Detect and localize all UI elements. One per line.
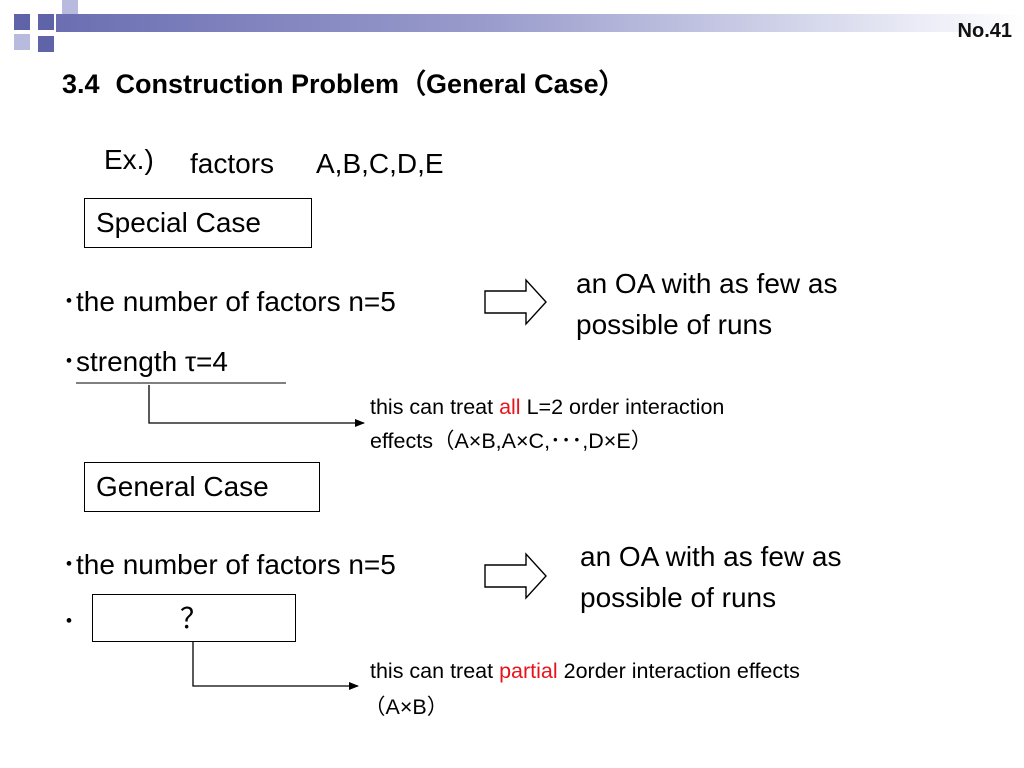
general-note-highlight: partial — [499, 659, 558, 683]
general-bullet-factors: ･the number of factors n=5 — [62, 549, 396, 580]
general-note-line-2: （A×B） — [364, 695, 449, 719]
general-block-arrow-icon — [484, 552, 547, 600]
special-elbow-arrow-icon — [148, 385, 365, 427]
special-block-arrow-icon — [484, 278, 547, 326]
corner-square-3 — [62, 0, 78, 14]
special-note-highlight: all — [499, 395, 521, 419]
special-case-heading: Special Case — [84, 198, 312, 248]
section-number: 3.4 — [62, 69, 100, 99]
header-gradient-bar — [56, 14, 1024, 32]
general-note-suffix: 2order interaction effects — [557, 659, 800, 683]
corner-square-4 — [38, 36, 54, 52]
special-bullet-factors: ･the number of factors n=5 — [62, 286, 396, 317]
general-note-line-1: this can treat partial 2order interactio… — [370, 659, 800, 683]
special-note-line-1: this can treat all L=2 order interaction — [370, 395, 725, 419]
section-title: Construction Problem（General Case） — [115, 69, 626, 99]
example-label: Ex.) — [104, 144, 154, 175]
general-case-heading-text: General Case — [96, 471, 269, 502]
slide-title: 3.4 Construction Problem（General Case） — [62, 62, 626, 101]
general-bullet-marker: ･ — [62, 606, 77, 637]
special-case-heading-text: Special Case — [96, 207, 261, 238]
factors-value: A,B,C,D,E — [316, 148, 444, 179]
general-result-line-2: possible of runs — [580, 582, 777, 613]
corner-square-2 — [38, 14, 54, 30]
page-number: No.41 — [957, 20, 1012, 42]
corner-square-5 — [14, 34, 30, 50]
special-bullet-strength: ･strength τ=4 — [62, 346, 228, 377]
special-note-suffix: L=2 order interaction — [520, 395, 725, 419]
special-result-line-1: an OA with as few as — [576, 268, 838, 299]
factors-label: factors — [190, 148, 275, 179]
unknown-strength-mark: ？ — [179, 603, 208, 634]
unknown-strength-box: ？ — [92, 594, 296, 642]
general-result-line-1: an OA with as few as — [580, 541, 842, 572]
special-note-line-2: effects（A×B,A×C,･･･,D×E） — [370, 429, 653, 453]
corner-square-1 — [14, 14, 30, 30]
special-result-line-2: possible of runs — [576, 309, 773, 340]
special-note-prefix: this can treat — [370, 395, 500, 419]
general-note-prefix: this can treat — [370, 659, 500, 683]
general-elbow-arrow-icon — [192, 642, 359, 690]
general-case-heading: General Case — [84, 462, 320, 512]
